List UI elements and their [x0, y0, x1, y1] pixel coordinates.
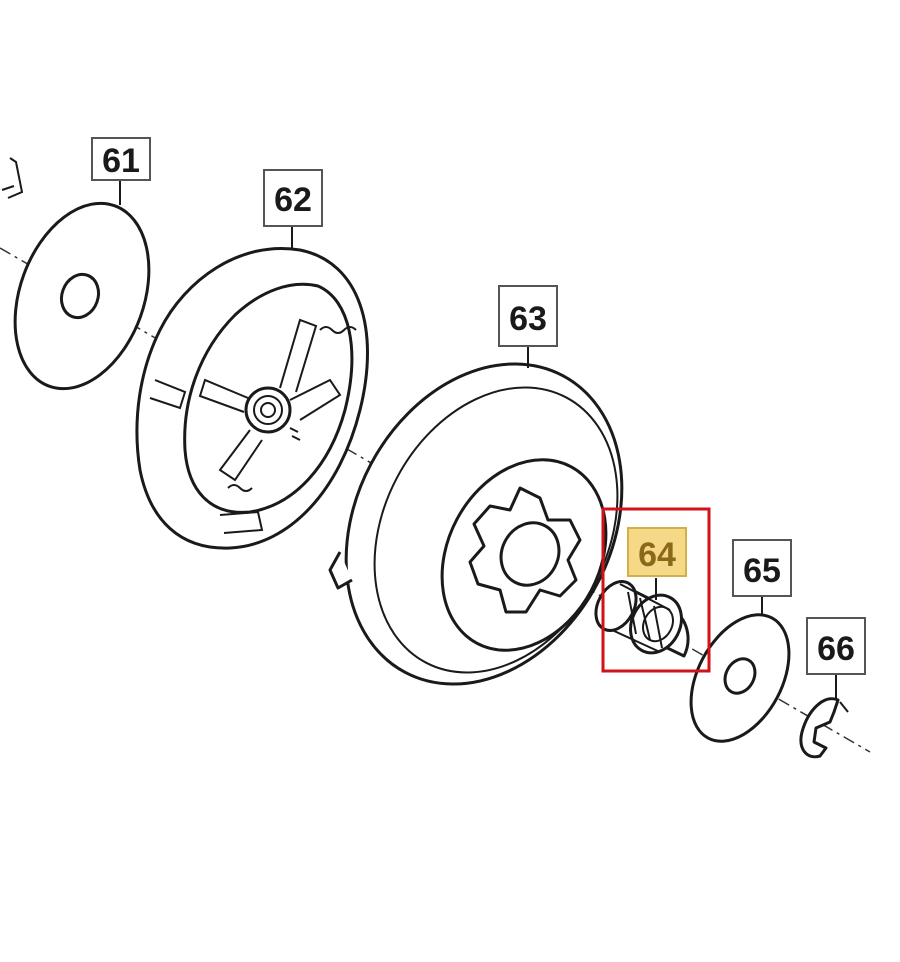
callout-63-label: 63: [509, 300, 547, 338]
callout-66: 66: [806, 617, 866, 675]
callout-61: 61: [91, 137, 151, 181]
callout-63: 63: [498, 285, 558, 347]
e-clip-66: [799, 697, 849, 759]
callout-66-label: 66: [817, 630, 855, 668]
washer-61: [13, 201, 151, 391]
washer-65: [689, 613, 791, 743]
callout-65-label: 65: [743, 552, 781, 590]
callout-62-label: 62: [274, 181, 312, 219]
callout-61-label: 61: [102, 142, 140, 180]
part-fragment-top-left: [1, 157, 24, 199]
callout-64: 64: [627, 527, 687, 577]
clutch-shoes-62: [135, 247, 369, 550]
selection-frame: [601, 507, 711, 673]
needle-bearing-64: [594, 580, 690, 658]
callout-64-label: 64: [638, 536, 676, 574]
callout-62: 62: [263, 169, 323, 227]
leader-lines: [119, 180, 837, 700]
callout-65: 65: [732, 539, 792, 597]
clutch-drum-63: [328, 362, 624, 686]
